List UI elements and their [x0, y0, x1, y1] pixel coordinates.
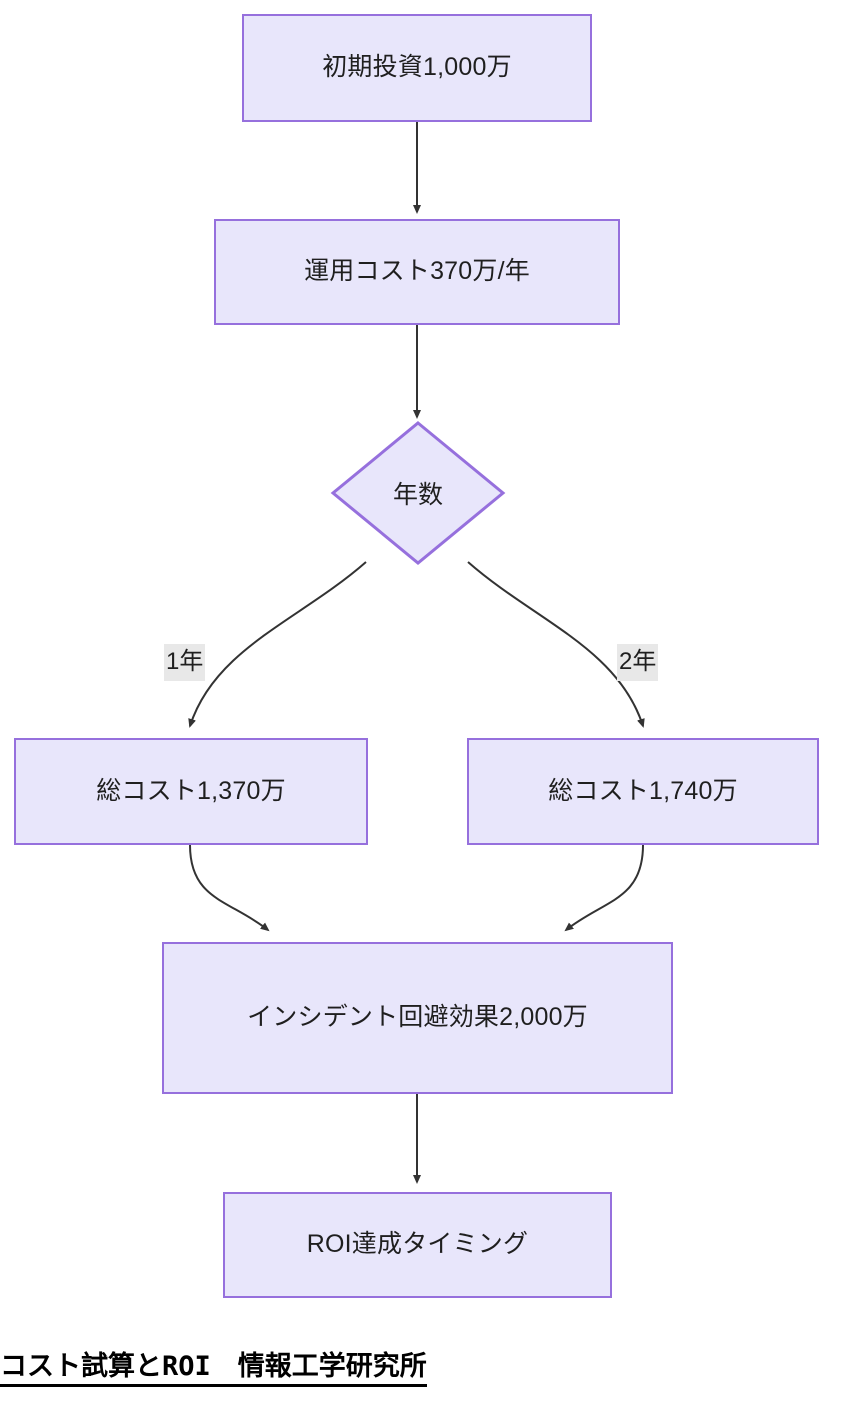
node-total-cost-1y-label: 総コスト1,370万 — [96, 776, 286, 805]
node-years-decision-label: 年数 — [392, 481, 443, 509]
node-total-cost-2y-label: 総コスト1,740万 — [548, 776, 738, 805]
node-total-cost-2y[interactable]: 総コスト1,740万 — [467, 738, 819, 845]
edge-label-one-year: 1年 — [164, 644, 206, 681]
node-roi-timing[interactable]: ROI達成タイミング — [223, 1192, 612, 1298]
node-years-decision[interactable]: 年数 — [330, 420, 506, 566]
edge-label-two-year: 2年 — [617, 644, 659, 681]
node-total-cost-1y[interactable]: 総コスト1,370万 — [14, 738, 368, 845]
edge-decision-to-cost1y — [188, 561, 367, 728]
node-incident-avoidance-label: インシデント回避効果2,000万 — [247, 1003, 588, 1032]
diamond-shape-icon — [330, 421, 506, 565]
node-operating-cost-label: 運用コスト370万/年 — [304, 257, 530, 286]
diagram-caption: コスト試算とROI 情報工学研究所 — [0, 1352, 427, 1387]
node-incident-avoidance[interactable]: インシデント回避効果2,000万 — [162, 942, 673, 1094]
edge-cost1y-to-incident — [189, 844, 270, 932]
node-operating-cost[interactable]: 運用コスト370万/年 — [214, 219, 620, 325]
node-initial-investment[interactable]: 初期投資1,000万 — [242, 14, 592, 122]
node-initial-investment-label: 初期投資1,000万 — [322, 53, 512, 82]
edge-cost2y-to-incident — [564, 844, 644, 932]
node-roi-timing-label: ROI達成タイミング — [306, 1230, 529, 1259]
